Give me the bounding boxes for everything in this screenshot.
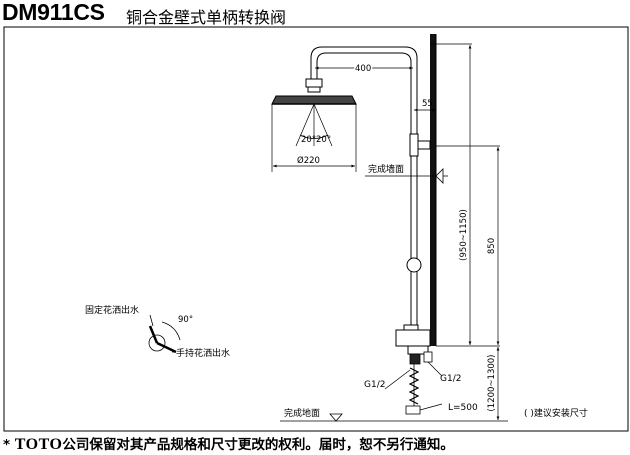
floor-finish-marker <box>280 413 508 422</box>
inlet-left-label: G1/2 <box>364 380 385 390</box>
head-diameter-dimension <box>271 104 357 172</box>
model-number: DM911CS <box>2 0 105 25</box>
inlet-leaders <box>384 361 443 411</box>
footer-star: * <box>3 437 11 453</box>
detail-angle-label: 90° <box>178 315 193 325</box>
wall-bracket-upper <box>409 133 431 157</box>
height-range-label: (950~1150) <box>459 209 469 261</box>
hose-length-label: L=500 <box>448 403 478 413</box>
footer-notice: * TOTO公司保留对其产品规格和尺寸更改的权利。届时，恕不另行通知。 <box>3 433 454 454</box>
brand-name: TOTO <box>14 436 63 453</box>
head-diameter-label: Ø220 <box>297 155 320 166</box>
fixed-outlet-label: 固定花洒出水 <box>85 304 139 316</box>
height-label: 850 <box>487 238 497 254</box>
valve-handle-detail <box>148 314 181 354</box>
suggested-install-note: ( )建议安装尺寸 <box>524 407 588 419</box>
offset-label: 55 <box>422 99 433 109</box>
mixer-valve <box>395 324 431 355</box>
arm-length-label: 400 <box>355 64 371 74</box>
hand-outlet-label: 手持花洒出水 <box>176 347 230 359</box>
floor-finish-label: 完成地面 <box>284 407 320 419</box>
spray-angle-lines <box>295 103 333 147</box>
wall-finish-label: 完成墙面 <box>368 163 404 175</box>
inlet-hose <box>405 351 433 415</box>
shower-pipe <box>310 46 418 330</box>
wall-finish-marker <box>365 168 448 184</box>
footer-text: 公司保留对其产品规格和尺寸更改的权利。届时，恕不另行通知。 <box>62 437 454 453</box>
angle-right-label: 20° <box>316 135 331 145</box>
inlet-right-label: G1/2 <box>440 374 461 384</box>
vertical-dimensions <box>430 43 500 420</box>
offset-dimension <box>414 98 437 114</box>
shower-head <box>271 78 357 105</box>
angle-left-label: 20° <box>301 135 316 145</box>
drawing-border <box>3 26 629 432</box>
wall <box>430 34 437 346</box>
product-name: 铜合金壁式单柄转换阀 <box>126 8 287 27</box>
hand-shower-slider <box>406 257 422 273</box>
inlet-height-range-label: (1200~1300) <box>487 354 497 411</box>
